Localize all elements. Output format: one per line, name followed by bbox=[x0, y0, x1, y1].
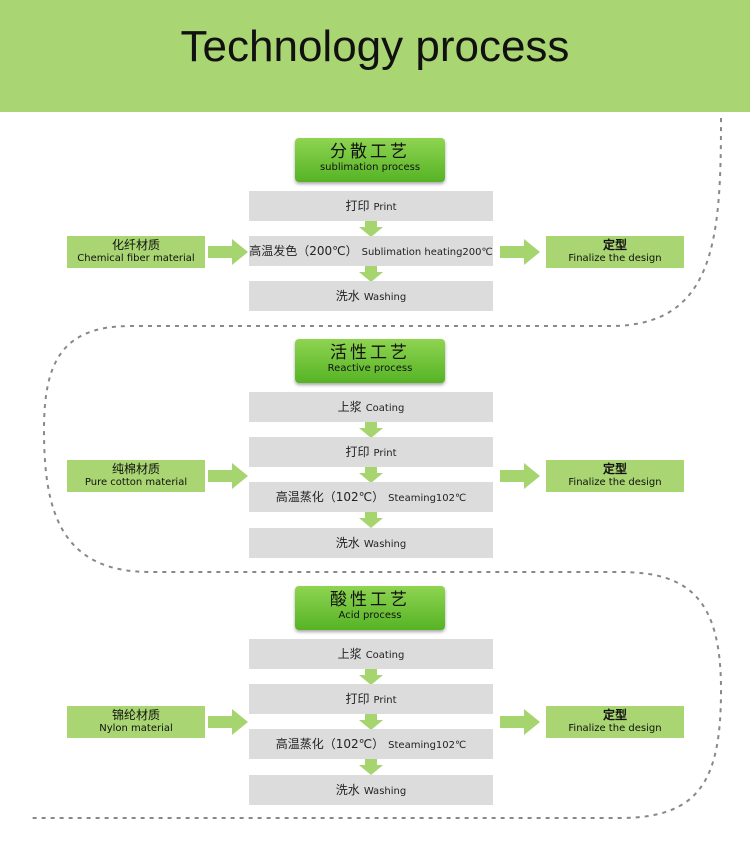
result-label-zh: 定型 bbox=[602, 238, 627, 252]
step-label-en: Washing bbox=[363, 292, 407, 303]
step-label-zh: 打印 bbox=[345, 692, 370, 706]
step-label-en: Washing bbox=[363, 786, 407, 797]
right-arrow-icon bbox=[208, 463, 248, 489]
step-label-en: Coating bbox=[365, 650, 405, 661]
step-label-zh: 打印 bbox=[345, 445, 370, 459]
header-banner: Technology process bbox=[0, 0, 750, 112]
result-label-en: Finalize the design bbox=[568, 253, 662, 264]
right-arrow-icon bbox=[208, 709, 248, 735]
right-arrow-icon bbox=[208, 239, 248, 265]
process-title-acid: 酸性工艺 Acid process bbox=[295, 586, 445, 630]
down-arrow-icon bbox=[359, 669, 383, 685]
step-label-en: Sublimation heating200℃ bbox=[361, 247, 493, 258]
step-steaming: 高温蒸化（102℃）Steaming102℃ bbox=[249, 482, 493, 512]
right-arrow-icon bbox=[500, 709, 540, 735]
step-label-zh: 上浆 bbox=[337, 647, 362, 661]
step-label-zh: 高温蒸化（102℃） bbox=[275, 490, 385, 504]
step-label-en: Steaming102℃ bbox=[388, 740, 467, 751]
step-label-zh: 上浆 bbox=[337, 400, 362, 414]
material-label-en: Nylon material bbox=[99, 723, 173, 734]
step-label-en: Washing bbox=[363, 539, 407, 550]
down-arrow-icon bbox=[359, 467, 383, 483]
result-label-zh: 定型 bbox=[602, 462, 627, 476]
step-label-en: Coating bbox=[365, 403, 405, 414]
process-title-en: sublimation process bbox=[319, 162, 421, 173]
step-label-zh: 打印 bbox=[345, 199, 370, 213]
result-box-finalize: 定型 Finalize the design bbox=[546, 706, 684, 738]
process-title-sublimation: 分散工艺 sublimation process bbox=[295, 138, 445, 182]
step-label-en: Steaming102℃ bbox=[388, 493, 467, 504]
step-label-en: Print bbox=[373, 695, 397, 706]
down-arrow-icon bbox=[359, 422, 383, 438]
right-arrow-icon bbox=[500, 239, 540, 265]
result-label-en: Finalize the design bbox=[568, 477, 662, 488]
step-steaming: 高温蒸化（102℃）Steaming102℃ bbox=[249, 729, 493, 759]
process-title-en: Acid process bbox=[338, 610, 402, 621]
down-arrow-icon bbox=[359, 512, 383, 528]
material-box-chemical-fiber: 化纤材质 Chemical fiber material bbox=[67, 236, 205, 268]
step-label-en: Print bbox=[373, 448, 397, 459]
material-label-en: Pure cotton material bbox=[84, 477, 188, 488]
material-box-nylon: 锦纶材质 Nylon material bbox=[67, 706, 205, 738]
down-arrow-icon bbox=[359, 266, 383, 282]
result-label-zh: 定型 bbox=[602, 708, 627, 722]
down-arrow-icon bbox=[359, 714, 383, 730]
result-box-finalize: 定型 Finalize the design bbox=[546, 236, 684, 268]
right-arrow-icon bbox=[500, 463, 540, 489]
material-label-zh: 化纤材质 bbox=[111, 238, 160, 252]
process-title-zh: 酸性工艺 bbox=[330, 590, 410, 610]
process-title-reactive: 活性工艺 Reactive process bbox=[295, 339, 445, 383]
down-arrow-icon bbox=[359, 221, 383, 237]
material-label-zh: 纯棉材质 bbox=[111, 462, 160, 476]
process-title-zh: 活性工艺 bbox=[330, 343, 410, 363]
result-box-finalize: 定型 Finalize the design bbox=[546, 460, 684, 492]
step-label-en: Print bbox=[373, 202, 397, 213]
step-sublimation-heating: 高温发色（200℃）Sublimation heating200℃ bbox=[249, 236, 493, 266]
step-label-zh: 洗水 bbox=[335, 289, 360, 303]
dashed-connector-1 bbox=[30, 117, 723, 819]
page-title: Technology process bbox=[180, 22, 570, 71]
step-label-zh: 高温发色（200℃） bbox=[249, 244, 358, 258]
step-label-zh: 洗水 bbox=[335, 783, 360, 797]
step-label-zh: 高温蒸化（102℃） bbox=[275, 737, 385, 751]
material-box-pure-cotton: 纯棉材质 Pure cotton material bbox=[67, 460, 205, 492]
step-label-zh: 洗水 bbox=[335, 536, 360, 550]
material-label-en: Chemical fiber material bbox=[77, 253, 195, 264]
process-title-en: Reactive process bbox=[327, 363, 413, 374]
process-title-zh: 分散工艺 bbox=[330, 142, 410, 162]
down-arrow-icon bbox=[359, 759, 383, 775]
result-label-en: Finalize the design bbox=[568, 723, 662, 734]
material-label-zh: 锦纶材质 bbox=[111, 708, 160, 722]
